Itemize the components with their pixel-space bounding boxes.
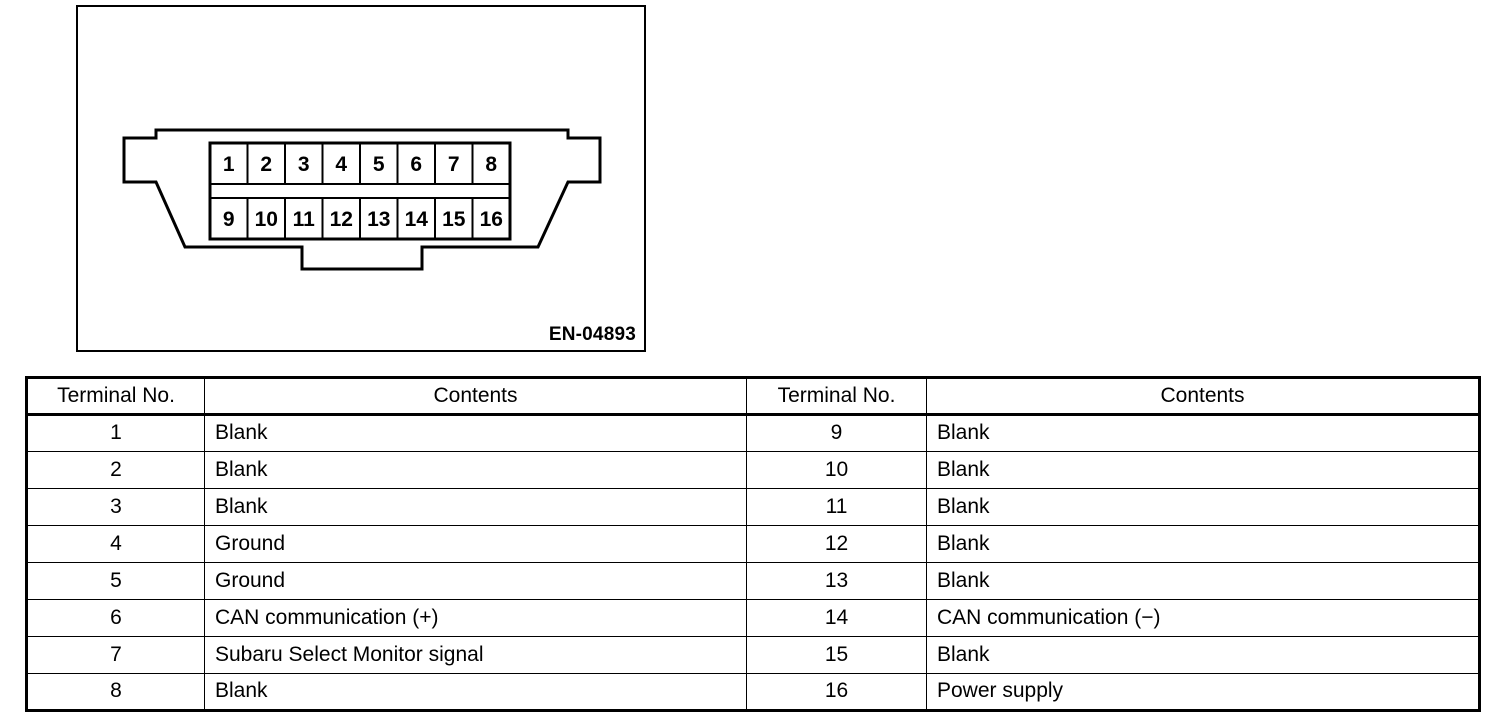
pin-label-3: 3 (298, 153, 310, 176)
cell-contents-7: Subaru Select Monitor signal (204, 636, 747, 674)
cell-terminal-5: 5 (26, 562, 205, 600)
table-row: 6 CAN communication (+) 14 CAN communica… (26, 599, 1480, 637)
header-terminal-right: Terminal No. (746, 377, 927, 416)
pin-label-14: 14 (405, 208, 429, 231)
cell-contents-2: Blank (204, 451, 747, 489)
header-terminal-left: Terminal No. (26, 377, 205, 416)
cell-terminal-4: 4 (26, 525, 205, 563)
cell-contents-14: CAN communication (−) (926, 599, 1480, 637)
pin-label-8: 8 (485, 153, 497, 176)
header-contents-right: Contents (926, 377, 1480, 416)
pin-label-9: 9 (223, 208, 235, 231)
cell-terminal-13: 13 (746, 562, 927, 600)
header-contents-left: Contents (204, 377, 747, 416)
cell-contents-9: Blank (926, 414, 1480, 452)
cell-terminal-11: 11 (746, 488, 927, 526)
cell-contents-15: Blank (926, 636, 1480, 674)
cell-contents-5: Ground (204, 562, 747, 600)
cell-contents-8: Blank (204, 673, 747, 711)
cell-terminal-8: 8 (26, 673, 205, 711)
cell-contents-12: Blank (926, 525, 1480, 563)
connector-figure-panel: 1 2 3 4 5 6 7 8 9 10 11 12 13 14 15 16 E… (76, 5, 646, 352)
table-body: 1 Blank 9 Blank 2 Blank 10 Blank 3 Blank… (26, 414, 1480, 711)
cell-terminal-3: 3 (26, 488, 205, 526)
cell-terminal-10: 10 (746, 451, 927, 489)
terminal-assignment-table: Terminal No. Contents Terminal No. Conte… (25, 376, 1481, 712)
pin-label-4: 4 (335, 153, 347, 176)
table-row: 5 Ground 13 Blank (26, 562, 1480, 600)
pin-label-5: 5 (373, 153, 385, 176)
table-row: 2 Blank 10 Blank (26, 451, 1480, 489)
cell-terminal-16: 16 (746, 673, 927, 711)
pin-label-1: 1 (223, 153, 235, 176)
pin-label-13: 13 (367, 208, 390, 231)
cell-terminal-6: 6 (26, 599, 205, 637)
data-link-connector-diagram: 1 2 3 4 5 6 7 8 9 10 11 12 13 14 15 16 (122, 128, 602, 271)
cell-terminal-7: 7 (26, 636, 205, 674)
cell-terminal-14: 14 (746, 599, 927, 637)
cell-terminal-15: 15 (746, 636, 927, 674)
pin-label-10: 10 (255, 208, 278, 231)
cell-contents-6: CAN communication (+) (204, 599, 747, 637)
pin-label-6: 6 (410, 153, 422, 176)
cell-contents-4: Ground (204, 525, 747, 563)
cell-contents-1: Blank (204, 414, 747, 452)
table-row: 8 Blank 16 Power supply (26, 673, 1480, 711)
cell-terminal-9: 9 (746, 414, 927, 452)
pin-label-15: 15 (442, 208, 466, 231)
table-row: 3 Blank 11 Blank (26, 488, 1480, 526)
pin-label-11: 11 (293, 208, 316, 231)
table-row: 4 Ground 12 Blank (26, 525, 1480, 563)
cell-contents-16: Power supply (926, 673, 1480, 711)
pin-label-2: 2 (260, 153, 272, 176)
cell-contents-13: Blank (926, 562, 1480, 600)
table-row: 7 Subaru Select Monitor signal 15 Blank (26, 636, 1480, 674)
table-header-row: Terminal No. Contents Terminal No. Conte… (26, 377, 1480, 416)
cell-terminal-2: 2 (26, 451, 205, 489)
cell-contents-11: Blank (926, 488, 1480, 526)
table-row: 1 Blank 9 Blank (26, 414, 1480, 452)
cell-terminal-1: 1 (26, 414, 205, 452)
pin-column-dividers-bottom (246, 198, 474, 239)
pin-column-dividers-top (246, 143, 474, 184)
cell-terminal-12: 12 (746, 525, 927, 563)
cell-contents-3: Blank (204, 488, 747, 526)
pin-label-7: 7 (448, 153, 460, 176)
pin-label-16: 16 (480, 208, 503, 231)
cell-contents-10: Blank (926, 451, 1480, 489)
figure-reference-code: EN-04893 (548, 324, 636, 345)
pin-label-12: 12 (330, 208, 353, 231)
